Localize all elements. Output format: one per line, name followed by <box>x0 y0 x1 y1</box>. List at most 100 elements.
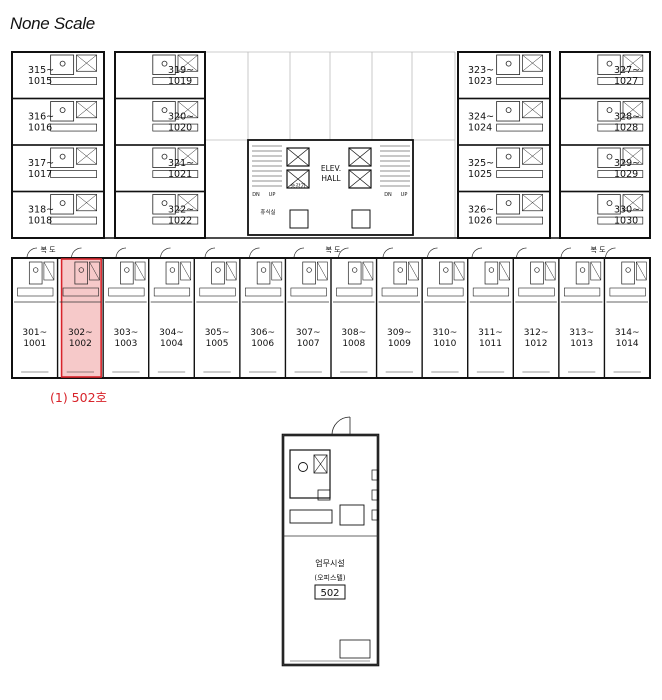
shower-outline <box>177 147 199 165</box>
shower-outline <box>522 194 543 212</box>
kitchen-counter <box>153 287 191 297</box>
bathroom-outline <box>28 261 43 285</box>
unit-number-label: 1010 <box>433 339 456 349</box>
shower-outline <box>636 261 647 281</box>
door-swing <box>160 247 171 259</box>
unit-314: 314~1014 <box>603 258 648 378</box>
unit-number-label: 326~ <box>468 205 494 216</box>
shower-mark <box>636 261 647 281</box>
closet-outline <box>339 504 365 526</box>
door-swing <box>204 247 216 259</box>
core-room-label: 승강기 <box>290 182 305 190</box>
stair-direction-label: UP <box>401 192 408 198</box>
shower-outline <box>522 147 543 165</box>
bathroom-outline <box>439 261 453 285</box>
unit-320: 320~1020 <box>114 97 206 146</box>
vent-symbol <box>371 489 379 501</box>
door-swing <box>560 247 572 259</box>
unit-number-label: 1021 <box>168 169 192 180</box>
kitchen-counter <box>336 287 373 297</box>
kitchen-counter <box>17 287 54 297</box>
shower-mark <box>590 261 602 281</box>
toilet-symbol <box>505 107 512 114</box>
core-outline <box>247 139 414 236</box>
unit-number-label: 323~ <box>468 65 494 76</box>
shower-mark <box>134 261 146 281</box>
kitchen-counter <box>597 123 644 132</box>
vent-symbol <box>371 509 379 521</box>
bathroom-outline <box>256 261 271 285</box>
toilet-symbol <box>505 153 512 160</box>
unit-304: 304~1004 <box>148 258 193 378</box>
stair-direction-label: DN <box>384 192 392 198</box>
bathroom-outline <box>120 261 134 285</box>
unit-number-label: 310~ <box>433 328 458 338</box>
kitchen-counter <box>152 77 199 85</box>
unit-inner-line <box>282 434 379 666</box>
shower-mark <box>177 194 198 211</box>
unit-number-box <box>314 584 346 600</box>
shower-mark <box>76 194 97 211</box>
unit-number-label: 305~ <box>205 328 230 338</box>
unit-number-label: 329~ <box>614 158 640 169</box>
bathroom-outline <box>530 261 544 285</box>
door-swing <box>115 247 127 259</box>
toilet-symbol <box>161 153 168 160</box>
toilet-symbol <box>352 267 358 273</box>
core-room-label: 휴식실 <box>260 208 275 216</box>
shower-outline <box>180 261 191 281</box>
toilet-symbol <box>59 153 66 160</box>
highlighted-unit-callout: (1) 502호 <box>50 390 108 405</box>
unit-number-label: 317~ <box>28 158 54 169</box>
toilet-symbol <box>215 267 221 273</box>
bathroom-outline <box>50 194 75 215</box>
unit-307: 307~1007 <box>284 258 329 378</box>
toilet-symbol <box>33 267 39 273</box>
bathroom-outline <box>152 147 176 168</box>
shower-outline <box>453 261 465 281</box>
unit-number-label: 1028 <box>614 123 638 134</box>
shower-outline <box>408 261 419 281</box>
unit-number-label: 1026 <box>468 216 492 227</box>
unit-number-label: 502 <box>320 588 339 599</box>
unit-number-label: 314~ <box>615 328 640 338</box>
toilet-symbol <box>606 153 613 160</box>
unit-308: 308~1008 <box>330 258 375 378</box>
elevator-hall-label: HALL <box>321 174 341 183</box>
bathroom-outline <box>165 261 180 285</box>
shower-mark <box>453 261 465 281</box>
shower-outline <box>622 54 644 72</box>
unit-number-label: 1009 <box>388 339 411 349</box>
unit-302: 302~1002 <box>56 258 102 378</box>
shower-outline <box>622 101 644 119</box>
kitchen-counter <box>496 216 543 225</box>
kitchen-counter <box>381 287 418 297</box>
bathroom-outline <box>597 147 621 168</box>
unit-number-label: 324~ <box>468 112 494 123</box>
toilet-symbol <box>443 267 449 273</box>
elevator-mark <box>286 147 310 167</box>
unit-312: 312~1012 <box>512 258 557 378</box>
shower-outline <box>89 261 100 281</box>
kitchen-counter <box>597 216 644 225</box>
bathroom-outline <box>496 54 521 75</box>
unit-316: 316~1016 <box>11 97 105 146</box>
shower-mark <box>522 101 543 118</box>
shower-mark <box>177 101 198 118</box>
unit-number-label: 322~ <box>168 205 194 216</box>
door-swing <box>516 247 527 259</box>
kitchen-counter <box>50 77 97 85</box>
unit-number-label: 1016 <box>28 123 52 134</box>
toilet-symbol <box>579 267 586 273</box>
entry-door-swing <box>331 416 351 436</box>
door-swing <box>249 247 260 259</box>
shower-outline <box>76 54 97 72</box>
kitchen-counter <box>496 77 543 85</box>
elevator-car <box>286 169 310 189</box>
door-swing <box>293 247 305 259</box>
kitchen-counter <box>496 123 543 132</box>
unit-number-label: 1005 <box>206 339 229 349</box>
